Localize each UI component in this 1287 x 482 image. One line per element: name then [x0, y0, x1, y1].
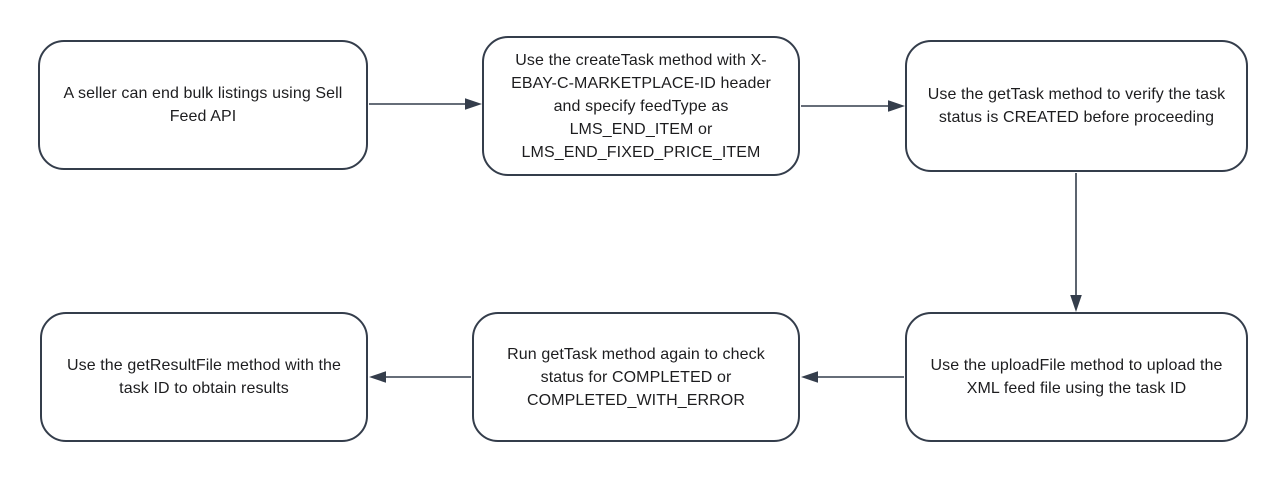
- flow-node-create-task-label: Use the createTask method with X-EBAY-C-…: [511, 51, 771, 161]
- flow-node-create-task: Use the createTask method with X-EBAY-C-…: [482, 36, 800, 176]
- arrow-start-to-create-task: [369, 98, 482, 110]
- flow-node-get-task-completed-label: Run getTask method again to check status…: [507, 345, 765, 409]
- flow-node-upload-file: Use the uploadFile method to upload the …: [905, 312, 1248, 442]
- flow-node-get-task-created: Use the getTask method to verify the tas…: [905, 40, 1248, 172]
- flow-node-start-label: A seller can end bulk listings using Sel…: [63, 85, 343, 125]
- flow-node-start: A seller can end bulk listings using Sel…: [38, 40, 368, 170]
- arrowhead-right-icon: [888, 100, 905, 112]
- arrow-upload-file-to-get-task-completed: [801, 371, 904, 383]
- arrowhead-left-icon: [369, 371, 386, 383]
- flow-node-get-result-file: Use the getResultFile method with the ta…: [40, 312, 368, 442]
- flow-node-get-task-completed: Run getTask method again to check status…: [472, 312, 800, 442]
- arrowhead-left-icon: [801, 371, 818, 383]
- flow-node-get-task-created-label: Use the getTask method to verify the tas…: [927, 86, 1226, 126]
- arrow-get-task-completed-to-get-result-file: [369, 371, 471, 383]
- flow-node-upload-file-label: Use the uploadFile method to upload the …: [930, 357, 1223, 397]
- flow-node-get-result-file-label: Use the getResultFile method with the ta…: [66, 357, 342, 397]
- arrowhead-down-icon: [1070, 295, 1082, 312]
- arrow-create-task-to-get-task-created: [801, 100, 905, 112]
- arrowhead-right-icon: [465, 98, 482, 110]
- arrow-get-task-created-to-upload-file: [1070, 173, 1082, 312]
